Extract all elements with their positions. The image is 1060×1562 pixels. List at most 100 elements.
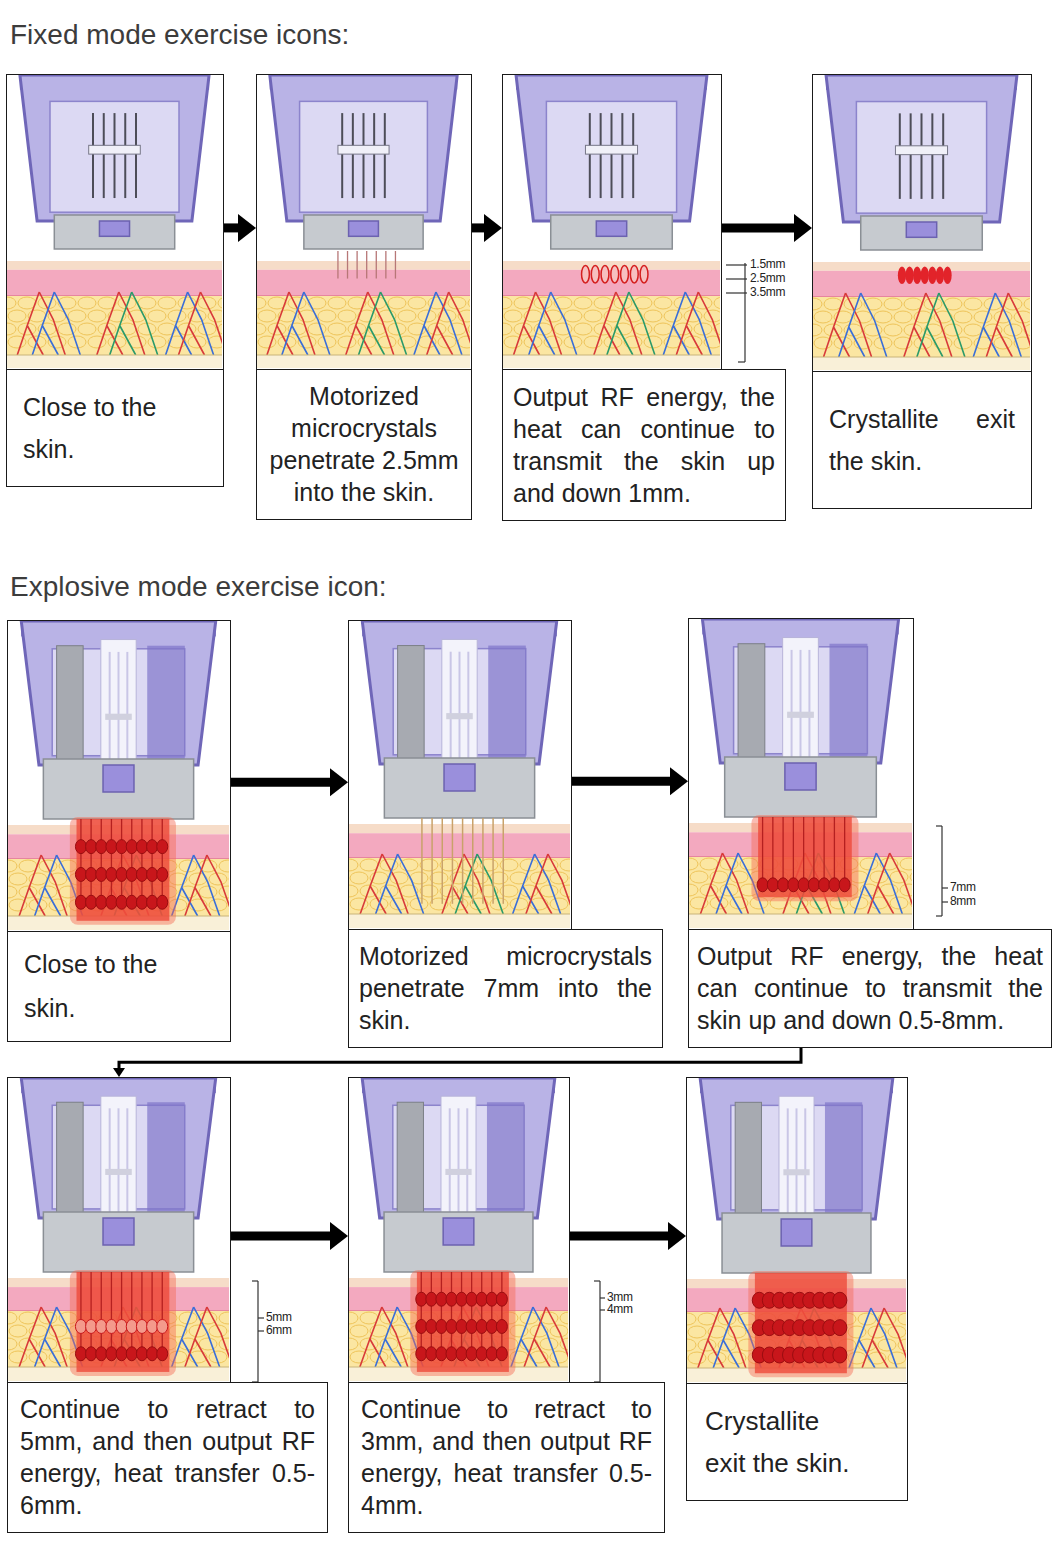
coagulation-dot [75,1347,86,1361]
step-panel: Close to the skin. [6,74,224,487]
panel-image [256,74,472,370]
fat-cell [349,885,358,897]
coagulation-dot [936,266,944,284]
step-panel: Crystallite exit the skin. [812,74,1032,509]
coagulation-dot [126,1319,137,1333]
coagulation-dot [788,878,799,892]
blood-vessel [17,292,65,355]
step-illustration [349,621,570,928]
pin-plate [446,713,473,719]
center-column [441,1096,476,1224]
coagulation-dot [476,1319,487,1333]
step-arrow [572,767,688,795]
depth-label: 6mm [266,1324,292,1337]
muscle-layer [257,355,470,368]
bracket-line [744,263,745,362]
blood-vessel [824,293,872,357]
coagulation-dot [106,867,117,881]
fat-cell [540,885,558,897]
fat-cell [884,324,902,336]
side-panel [147,1102,185,1212]
dimension-bracket [936,826,948,916]
fat-cell [349,1312,358,1324]
fat-cell [550,1351,568,1363]
fat-cell [654,297,672,309]
arrow-head [484,214,502,242]
coagulation-dot [436,1347,447,1361]
coagulation-dot [416,1319,427,1333]
fat-cell [954,337,972,349]
side-panel [488,646,526,758]
tip-block [43,1212,193,1272]
pin-guide [931,113,933,199]
step-panel: Close to the skin. [7,620,231,1042]
heat-region [755,1273,847,1373]
coagulation-dot [426,1319,437,1333]
center-column [779,1096,814,1225]
fat-cell [350,1325,368,1337]
depth-label: 7mm [950,881,976,894]
blood-vessel [917,293,965,357]
coagulation-dot [157,895,168,909]
fat-cell [438,336,456,348]
tip-window [906,222,936,237]
pin-guide [808,650,810,759]
pin-plate [585,145,637,154]
fat-cell [349,1338,358,1350]
microneedle [492,818,494,904]
coagulation-dot [486,1347,497,1361]
blood-vessel [427,292,470,355]
fat-cell [219,1312,229,1324]
coagulation-dot [86,1319,97,1333]
center-column [442,639,477,770]
coagulation-dot [75,867,86,881]
coagulation-dot [476,1347,487,1361]
step-caption: Continue to retract to 3mm, and then out… [361,1393,652,1521]
fat-cell [503,297,512,309]
microneedle [482,818,484,904]
microneedle [347,251,348,279]
arrow-head [670,767,688,795]
pin-guide [450,652,452,760]
fat-cell [8,886,17,898]
handpiece-housing [270,75,457,221]
side-bar [735,1102,761,1228]
blood-vessel [698,1308,746,1368]
blood-vessel [110,292,158,355]
coagulation-dot [486,1292,497,1306]
panel-image [7,620,231,932]
blood-vessel [676,292,720,355]
coagulation-dot [116,895,127,909]
step-panel: Crystallite exit the skin. [686,1077,908,1501]
coagulation-dot [96,1319,107,1333]
pin-plate [105,714,132,720]
coagulation-dot [96,840,107,854]
handpiece-housing [826,75,1017,222]
coagulation-dot [466,1347,477,1361]
coagulation-dot [96,1347,107,1361]
fat-cell [138,297,156,309]
arrow-shaft [224,223,239,232]
coagulation-dot [757,878,768,892]
bracket-line [599,1281,600,1382]
coagulation-dot [436,1319,447,1333]
coagulation-dot [496,1319,507,1333]
coagulation-dot [126,1347,137,1361]
coagulation-dot [136,840,147,854]
layer-boundary [813,357,1030,358]
microneedle [472,818,474,904]
fat-cell [398,310,416,322]
pin-guide [800,650,802,759]
panel-image [7,1077,231,1383]
microneedle [452,818,454,904]
step-arrow [722,214,812,242]
muscle-layer [7,355,222,368]
fat-cell [904,298,922,310]
step-illustration [8,1078,229,1381]
tip-block [43,759,193,819]
heat-glow [748,1271,853,1377]
fat-cell [687,1339,696,1351]
blood-vessel [359,292,407,355]
blood-vessel [526,854,570,914]
fat-cell [388,297,406,309]
